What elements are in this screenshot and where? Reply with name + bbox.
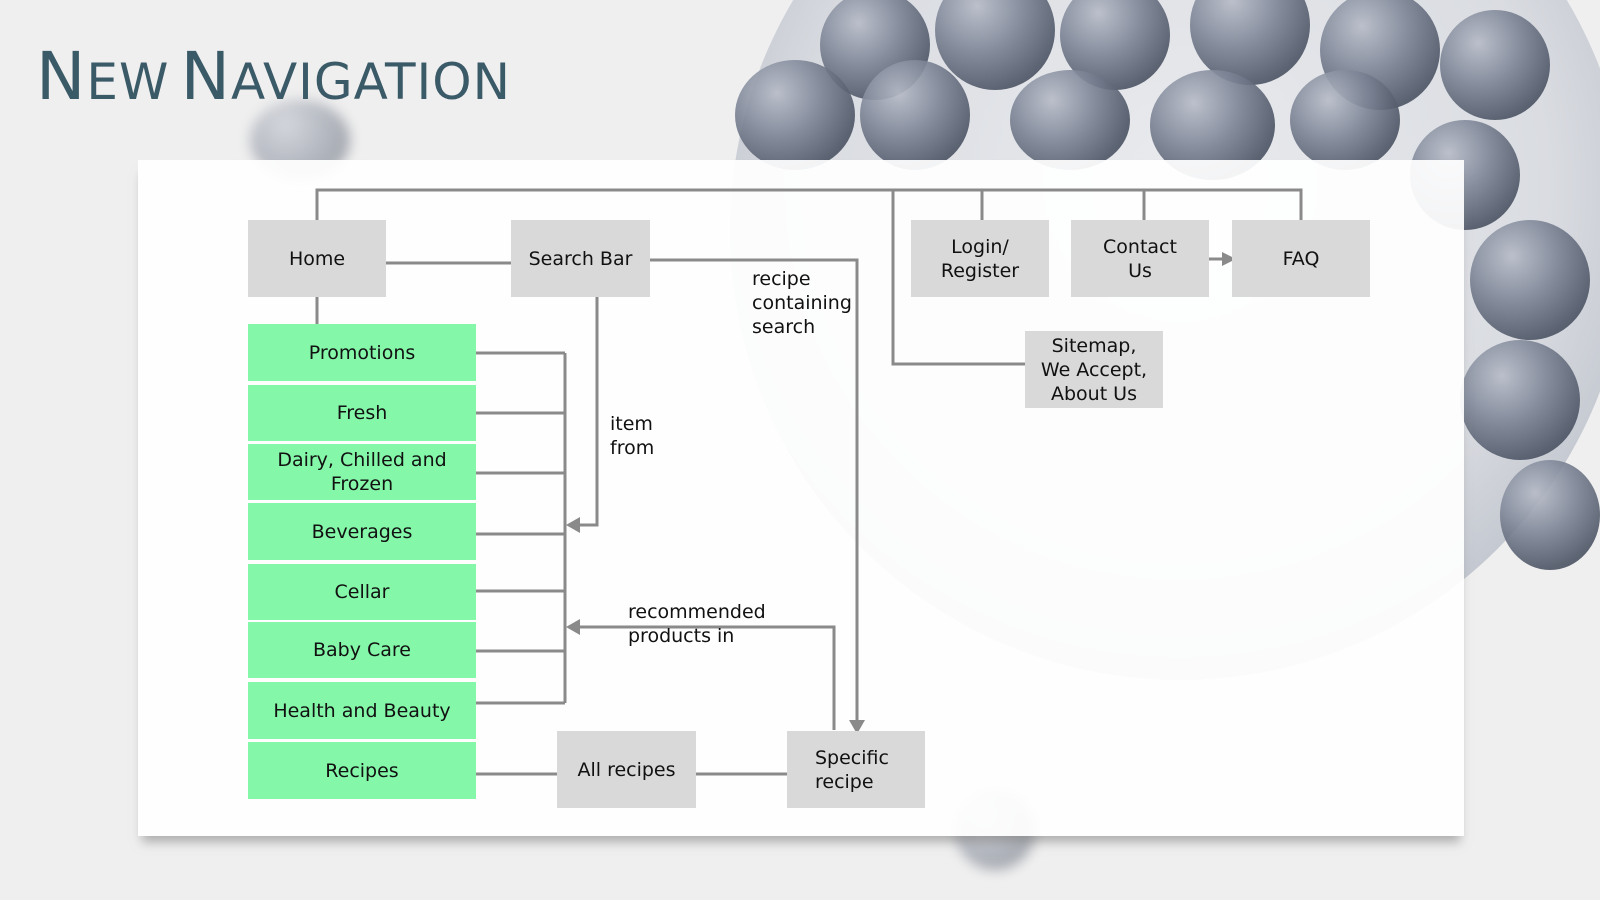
category-promotions: Promotions xyxy=(248,324,476,381)
blueberry xyxy=(1500,460,1600,570)
blueberry xyxy=(1440,10,1550,120)
category-beverages: Beverages xyxy=(248,503,476,560)
node-search-bar: Search Bar xyxy=(511,220,650,297)
blueberry xyxy=(1010,70,1130,170)
label-item-from: item from xyxy=(610,413,655,459)
title-rest: EW xyxy=(86,53,170,111)
category-cellar: Cellar xyxy=(248,564,476,620)
node-contact-us: Contact Us xyxy=(1071,220,1209,297)
node-sitemap: Sitemap, We Accept, About Us xyxy=(1025,331,1163,408)
category-baby-care: Baby Care xyxy=(248,622,476,678)
label-recommended-products: recommended products in xyxy=(628,601,766,647)
category-health-beauty: Health and Beauty xyxy=(248,682,476,739)
blueberry xyxy=(860,60,970,170)
node-home: Home xyxy=(248,220,386,297)
title-rest: AVIGATION xyxy=(230,53,512,111)
title-initial: N xyxy=(36,38,87,115)
title-initial: N xyxy=(180,38,231,115)
node-specific-recipe: Specific recipe xyxy=(787,731,925,808)
category-recipes: Recipes xyxy=(248,742,476,799)
node-faq: FAQ xyxy=(1232,220,1370,297)
category-dairy: Dairy, Chilled and Frozen xyxy=(248,444,476,500)
blueberry xyxy=(1460,340,1580,460)
blueberry xyxy=(735,60,855,170)
category-fresh: Fresh xyxy=(248,385,476,441)
node-login-register: Login/ Register xyxy=(911,220,1049,297)
blueberry xyxy=(1290,70,1400,170)
node-all-recipes: All recipes xyxy=(557,731,696,808)
page-title: NEW NAVIGATION xyxy=(36,38,511,115)
label-recipe-containing-search: recipe containing search xyxy=(752,268,852,338)
blueberry xyxy=(1470,220,1590,340)
